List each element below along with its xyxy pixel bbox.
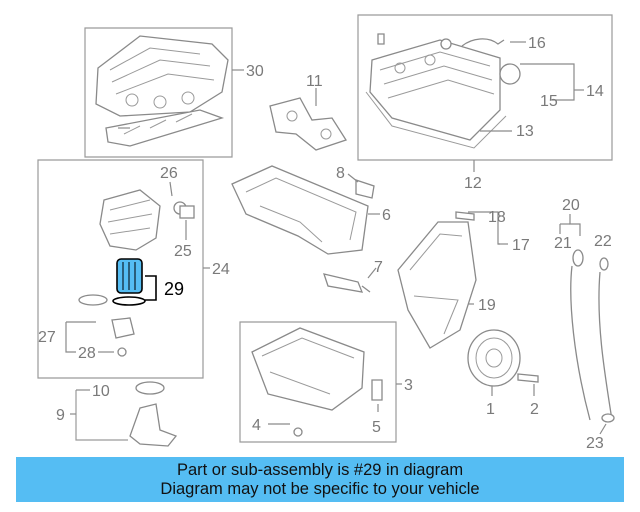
oil-filter-element-29 bbox=[112, 258, 157, 306]
callout-28: 28 bbox=[78, 345, 96, 362]
callout-13: 13 bbox=[516, 123, 534, 140]
upper-oil-pan bbox=[231, 165, 380, 255]
oil-filter-group bbox=[37, 159, 210, 379]
part-11 bbox=[269, 88, 347, 151]
callout-23: 23 bbox=[586, 435, 604, 452]
part-7 bbox=[323, 267, 377, 293]
info-banner: Part or sub-assembly is #29 in diagram D… bbox=[16, 457, 624, 502]
callout-8: 8 bbox=[336, 165, 345, 182]
callout-15: 15 bbox=[540, 93, 558, 110]
callout-10: 10 bbox=[92, 383, 110, 400]
callout-24: 24 bbox=[212, 261, 230, 278]
callout-3: 3 bbox=[404, 377, 413, 394]
callout-19: 19 bbox=[478, 297, 496, 314]
callout-4: 4 bbox=[252, 417, 261, 434]
callout-12: 12 bbox=[464, 175, 482, 192]
callout-14: 14 bbox=[586, 83, 604, 100]
timing-cover-group bbox=[397, 211, 508, 349]
callout-9: 9 bbox=[56, 407, 65, 424]
callout-2: 2 bbox=[530, 401, 539, 418]
callout-6: 6 bbox=[382, 207, 391, 224]
callout-22: 22 bbox=[594, 233, 612, 250]
banner-line-1: Part or sub-assembly is #29 in diagram bbox=[176, 460, 464, 479]
dipstick-group bbox=[559, 214, 615, 435]
callout-17: 17 bbox=[512, 237, 530, 254]
callout-16: 16 bbox=[528, 35, 546, 52]
oil-pickup-group bbox=[70, 381, 178, 447]
callout-11: 11 bbox=[306, 73, 323, 90]
callout-29: 29 bbox=[164, 279, 184, 299]
callout-26: 26 bbox=[160, 165, 178, 182]
valve-cover-group bbox=[357, 14, 613, 172]
callout-20: 20 bbox=[562, 197, 580, 214]
banner-line-2: Diagram may not be specific to your vehi… bbox=[160, 479, 480, 498]
callout-1: 1 bbox=[486, 401, 495, 418]
crank-pulley bbox=[467, 329, 539, 396]
callout-5: 5 bbox=[372, 419, 381, 436]
lower-oil-pan-group bbox=[239, 321, 402, 443]
callout-18: 18 bbox=[488, 209, 506, 226]
callout-25: 25 bbox=[174, 243, 192, 260]
callout-30: 30 bbox=[246, 63, 264, 80]
intake-manifold-group bbox=[84, 27, 244, 158]
callout-27: 27 bbox=[38, 329, 56, 346]
callout-21: 21 bbox=[554, 235, 572, 252]
callout-7: 7 bbox=[374, 259, 383, 276]
